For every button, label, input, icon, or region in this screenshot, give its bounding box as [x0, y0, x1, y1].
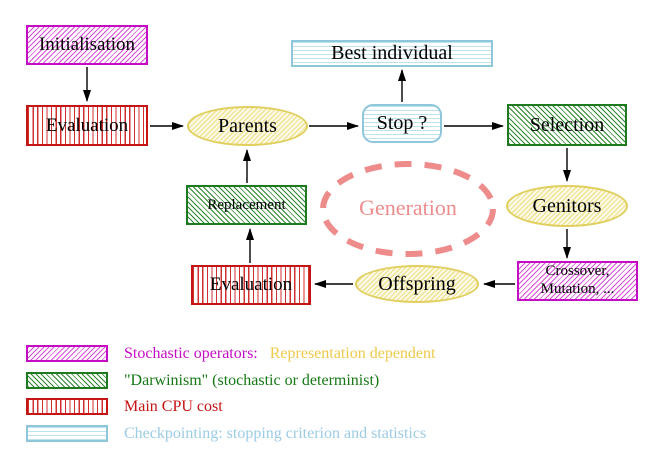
legend-swatch-checkpointing: [26, 425, 108, 442]
legend-swatch-cpu-cost: [26, 398, 108, 415]
legend-row-stochastic-operators: Stochastic operators: Representation depe…: [124, 345, 435, 362]
node-best-individual: Best individual: [291, 40, 493, 67]
node-best-individual-label: Best individual: [331, 42, 453, 64]
generation-label: Generation: [359, 195, 457, 220]
generation-loop-ellipse: [320, 161, 496, 257]
node-parents: Parents: [187, 106, 308, 146]
legend-row-checkpointing: Checkpointing: stopping criterion and st…: [124, 425, 427, 442]
legend-swatch-darwinism: [26, 372, 108, 389]
node-genitors-label: Genitors: [532, 194, 602, 217]
node-selection-label: Selection: [529, 113, 605, 136]
node-initialisation: Initialisation: [26, 25, 148, 65]
node-offspring: Offspring: [355, 265, 479, 303]
legend-stochastic-label: Stochastic operators:: [124, 345, 258, 362]
node-evaluation-bottom-label: Evaluation: [209, 274, 293, 295]
legend-row-cpu-cost: Main CPU cost: [124, 398, 223, 415]
node-replacement-label: Replacement: [207, 196, 286, 213]
node-genitors: Genitors: [506, 185, 628, 227]
legend-stochastic-suffix: Representation dependent: [269, 345, 436, 362]
legend-row-darwinism: "Darwinism" (stochastic or determinist): [124, 372, 380, 389]
node-evaluation-top-label: Evaluation: [45, 114, 129, 136]
node-replacement: Replacement: [186, 185, 307, 225]
node-evaluation-top: Evaluation: [26, 105, 148, 146]
node-stop-label: Stop ?: [376, 112, 428, 134]
node-crossover-mutation: Crossover, Mutation, ...: [517, 261, 638, 301]
node-initialisation-label: Initialisation: [38, 34, 136, 55]
node-selection: Selection: [507, 104, 627, 146]
node-crossover-line1: Crossover,: [545, 263, 610, 280]
node-evaluation-bottom: Evaluation: [191, 265, 311, 305]
node-parents-label: Parents: [218, 114, 277, 137]
legend-swatch-stochastic-operators: [26, 345, 108, 362]
node-stop: Stop ?: [362, 104, 442, 143]
node-offspring-label: Offspring: [378, 272, 456, 295]
node-crossover-line2: Mutation, ...: [540, 281, 615, 297]
